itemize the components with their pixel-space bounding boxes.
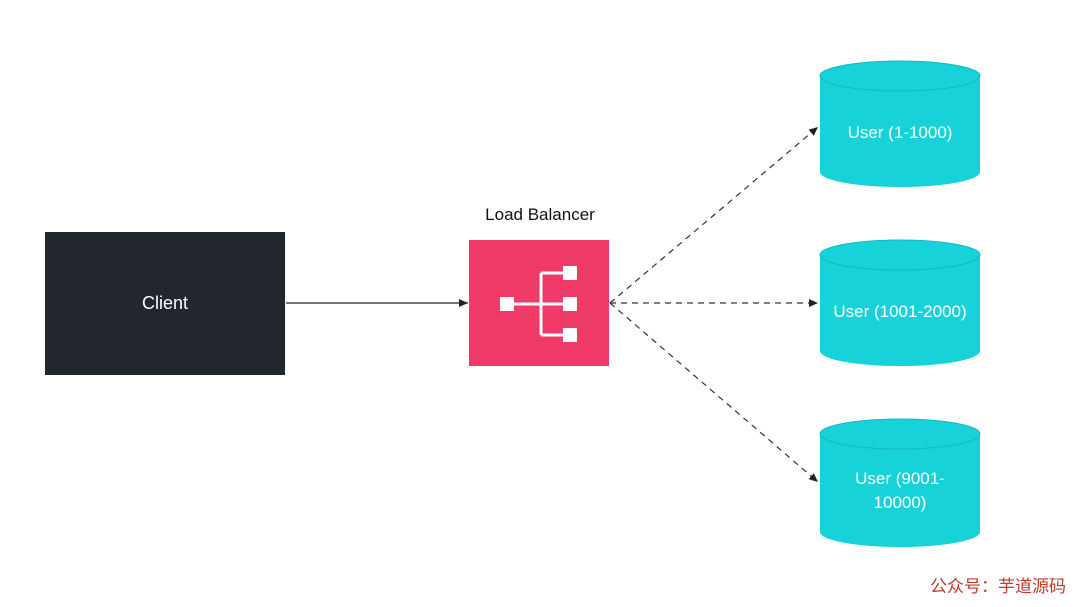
client-node: Client (45, 232, 285, 375)
load-balancer-label: Load Balancer (485, 205, 595, 224)
database-cylinder-icon (819, 418, 981, 547)
database-node-3: User (9001- 10000) (819, 418, 981, 548)
client-label: Client (141, 293, 189, 313)
database-label: User (1-1000) (847, 123, 953, 142)
watermark: 公众号：芋道源码 (930, 577, 1066, 597)
database-node-2: User (1001-2000) (819, 239, 981, 367)
load-balancer-node (469, 240, 609, 366)
database-cylinder-icon (819, 239, 981, 366)
database-label: User (1001-2000) (833, 302, 967, 321)
tree-hierarchy-icon (500, 266, 577, 342)
database-label-line-1: User (9001- (855, 469, 945, 488)
database-node-1: User (1-1000) (819, 60, 981, 188)
database-cylinder-icon (819, 60, 981, 187)
load-balancer-to-db-1-connector (609, 126, 819, 304)
load-balancer-to-db-3-connector (609, 302, 819, 483)
database-label-line-2: 10000) (873, 493, 927, 512)
